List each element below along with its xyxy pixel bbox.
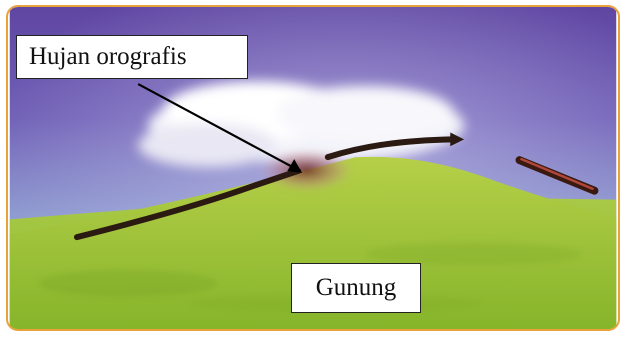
mountain-label-text: Gunung	[316, 274, 397, 301]
mountain-label: Gunung	[291, 263, 421, 313]
orographic-rain-label: Hujan orografis	[16, 35, 248, 79]
illustration-frame: Hujan orografis Gunung	[6, 5, 620, 331]
orographic-rain-label-text: Hujan orografis	[29, 43, 187, 70]
